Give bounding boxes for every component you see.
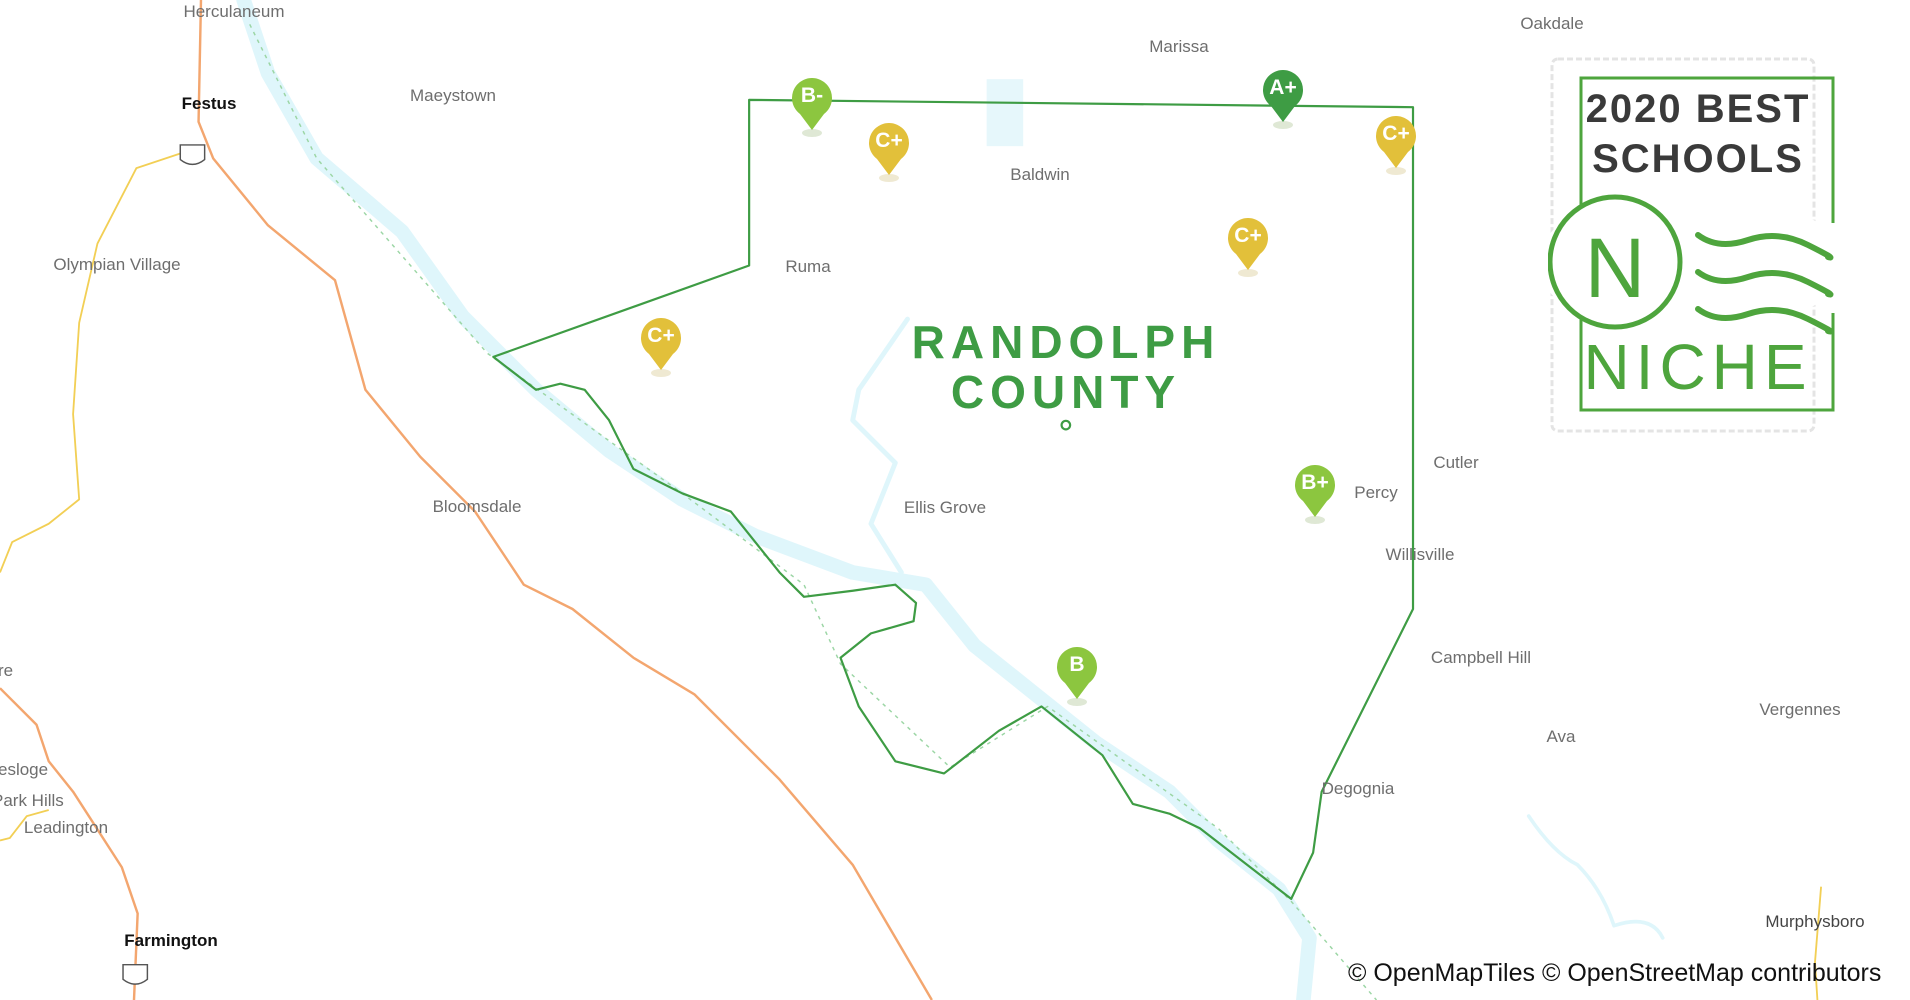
map-pin-icon xyxy=(1295,465,1335,524)
place-label: re xyxy=(0,661,14,680)
grade-label: A+ xyxy=(1269,76,1297,99)
grade-label: B xyxy=(1069,653,1085,676)
place-label: Leadington xyxy=(23,818,109,837)
county-center-marker xyxy=(1060,419,1072,431)
place-label: Murphysboro xyxy=(1765,912,1865,931)
kaskaskia-river xyxy=(850,316,910,575)
map-attribution[interactable]: © OpenMapTiles © OpenStreetMap contribut… xyxy=(1348,959,1882,987)
grade-label: C+ xyxy=(1382,122,1410,145)
map-pin-icon xyxy=(641,318,681,377)
grade-marker[interactable]: A+ xyxy=(1262,70,1304,130)
route-shields xyxy=(122,144,206,985)
roads xyxy=(0,0,1822,1000)
grade-marker[interactable]: B- xyxy=(791,78,833,138)
place-label: esloge xyxy=(0,760,49,779)
mississippi-river xyxy=(236,0,1317,1000)
place-label: Bloomsdale xyxy=(432,497,522,516)
wave-lines-icon xyxy=(1695,232,1834,335)
map-pin-icon xyxy=(1228,218,1268,277)
grade-label: C+ xyxy=(1234,224,1262,247)
county-title: COUNTY xyxy=(950,366,1182,418)
place-label: Campbell Hill xyxy=(1430,648,1532,667)
us-route-shield-icon xyxy=(179,144,206,166)
place-label: Marissa xyxy=(1149,37,1209,56)
state-border xyxy=(249,24,1378,1000)
grade-marker[interactable]: C+ xyxy=(868,123,910,183)
niche-logo-letter: N xyxy=(1584,221,1646,315)
stamp-frame-icon xyxy=(1548,57,1840,433)
grade-label: C+ xyxy=(875,129,903,152)
grade-marker[interactable]: B+ xyxy=(1294,465,1336,525)
minor-road xyxy=(0,809,49,842)
place-label: Herculaneum xyxy=(183,2,285,21)
place-label: Festus xyxy=(181,94,237,113)
map-pin-icon xyxy=(792,78,832,137)
badge-year-text: 2020 BEST xyxy=(1585,87,1811,131)
major-road xyxy=(197,0,933,1000)
grade-label: B+ xyxy=(1301,471,1329,494)
grade-marker[interactable]: C+ xyxy=(1375,116,1417,176)
map-pin-icon xyxy=(1057,647,1097,706)
us-route-shield-icon xyxy=(122,963,149,985)
place-label: Cutler xyxy=(1433,453,1479,472)
minor-road xyxy=(1814,886,1822,1000)
niche-best-schools-badge: 2020 BEST SCHOOLS N NICHE xyxy=(1548,55,1848,435)
lake-right xyxy=(1526,814,1665,940)
place-label: Oakdale xyxy=(1520,14,1584,33)
badge-schools-text: SCHOOLS xyxy=(1592,137,1804,181)
grade-label: B- xyxy=(800,84,824,107)
water xyxy=(236,0,1665,1000)
place-label: Maeystown xyxy=(410,86,496,105)
place-label: Olympian Village xyxy=(53,255,181,274)
county-boundary xyxy=(492,98,1415,900)
county-title: RANDOLPH xyxy=(911,316,1221,368)
niche-logo-circle xyxy=(1548,194,1683,330)
grade-marker[interactable]: C+ xyxy=(1227,218,1269,278)
place-label: Vergennes xyxy=(1759,700,1841,719)
place-label: Degognia xyxy=(1321,779,1395,798)
grade-label: C+ xyxy=(647,324,675,347)
grade-marker[interactable]: B xyxy=(1056,647,1098,707)
place-label: Ava xyxy=(1546,727,1576,746)
place-label: Percy xyxy=(1354,483,1398,502)
map-pin-icon xyxy=(869,123,909,182)
place-label: Ellis Grove xyxy=(903,498,987,517)
place-label: Ruma xyxy=(785,257,831,276)
badge-brand-text: NICHE xyxy=(1583,331,1813,403)
lake xyxy=(986,79,1024,147)
grade-marker[interactable]: C+ xyxy=(640,318,682,378)
place-label: Farmington xyxy=(124,931,218,950)
major-road xyxy=(0,687,139,1000)
minor-road xyxy=(0,147,196,573)
map-pin-icon xyxy=(1263,70,1303,129)
place-label: Baldwin xyxy=(1010,165,1070,184)
place-label: Willisville xyxy=(1385,545,1455,564)
place-label: Park Hills xyxy=(0,791,64,810)
map-pin-icon xyxy=(1376,116,1416,175)
